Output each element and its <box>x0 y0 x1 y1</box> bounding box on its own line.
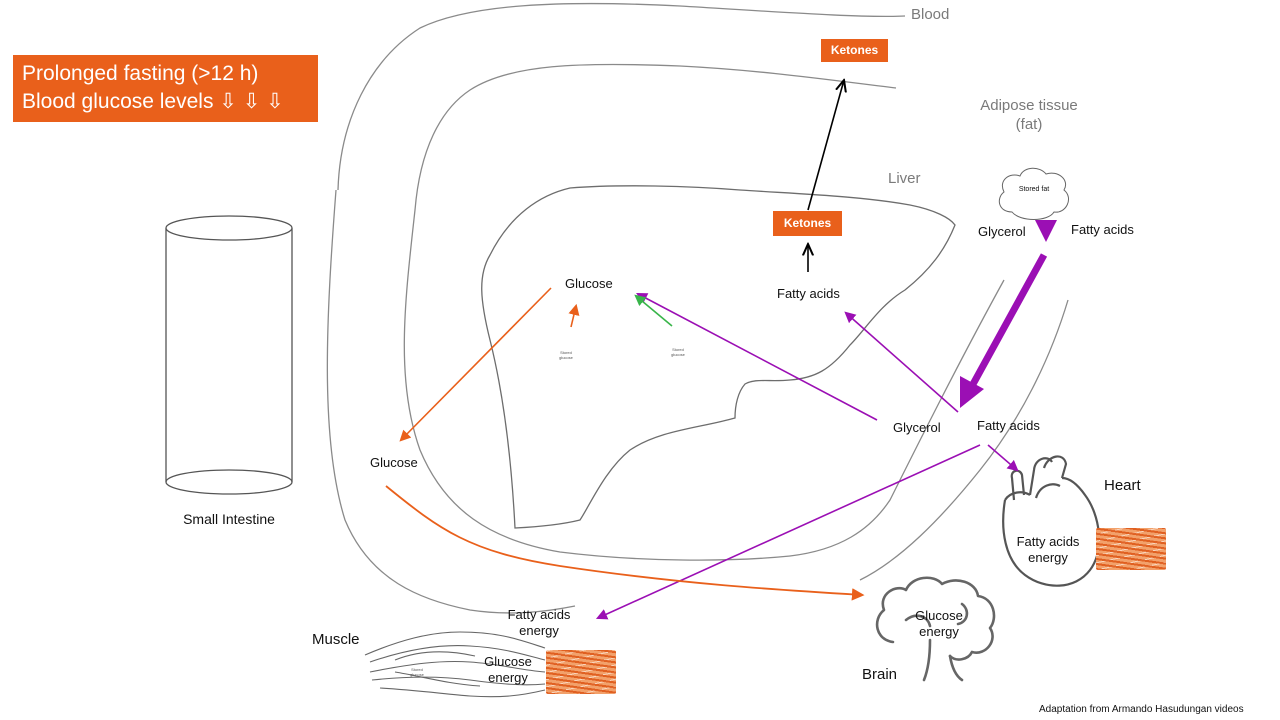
muscle-fatty-acids-line-1: Fatty acids <box>507 607 571 622</box>
stored-glucose-label-2: Stored glucose <box>671 347 685 357</box>
title-banner: Prolonged fasting (>12 h) Blood glucose … <box>13 55 318 122</box>
arrow-adipose-release <box>1035 220 1057 242</box>
adipose-fatty-acids-label: Fatty acids <box>1071 222 1134 237</box>
brain-energy-line-2: energy <box>919 624 959 639</box>
small-intestine-label: Small Intestine <box>183 511 275 527</box>
brain-label: Brain <box>862 666 898 683</box>
heart-outline <box>1002 455 1101 587</box>
heart-energy-line-2: energy <box>1028 550 1068 565</box>
arrow-fatty-acids-to-heart <box>987 444 1019 472</box>
stored-fat-label: Stored fat <box>1018 186 1050 193</box>
arrow-liver-glucose-to-blood <box>399 287 552 442</box>
blood-ketones-box: Ketones <box>821 39 888 62</box>
liver-outline <box>481 185 956 529</box>
stored-fat-cloud <box>998 167 1069 220</box>
arrow-fatty-acids-to-muscle <box>595 444 981 620</box>
title-line-2: Blood glucose levels ⇩ ⇩ ⇩ <box>22 90 284 113</box>
blood-vessel-outer-wall-lower <box>326 189 576 614</box>
blood-vessel-outer-wall <box>337 2 906 191</box>
blood-glucose-label: Glucose <box>370 455 418 470</box>
brain-outline <box>875 576 996 682</box>
blood-vessel-outer-wall-right <box>859 299 1069 581</box>
heart-label: Heart <box>1104 477 1141 494</box>
liver-label: Liver <box>888 170 921 187</box>
muscle-glucose-line-1: Glucose <box>484 654 532 669</box>
liver-ketones-box: Ketones <box>773 211 842 236</box>
liver-fatty-acids-label: Fatty acids <box>777 286 840 301</box>
adipose-label-line-2: (fat) <box>1015 116 1043 133</box>
arrow-adipose-fatty-acids-head <box>960 376 984 408</box>
arrow-glucose-to-brain <box>385 485 865 601</box>
muscle-fibers <box>364 631 546 698</box>
arrow-stored-glucose-to-glucose <box>634 294 673 327</box>
muscle-label: Muscle <box>312 631 360 648</box>
muscle-glucose-line-2: energy <box>488 670 528 685</box>
heart-energy-line-1: Fatty acids <box>1016 534 1080 549</box>
heart-muscle-tissue <box>1096 528 1166 570</box>
credit-text: Adaptation from Armando Hasudungan video… <box>1039 704 1244 715</box>
small-intestine-cylinder <box>165 215 293 495</box>
muscle-stored-glucose-label: Stored glucose <box>410 667 424 677</box>
arrow-stored-glucose-up <box>568 303 580 328</box>
blood-fatty-acids-label: Fatty acids <box>977 418 1040 433</box>
stored-glucose-label-1: Stored glucose <box>559 350 573 360</box>
skeletal-muscle-tissue <box>546 650 616 694</box>
arrow-ketones-to-blood <box>807 80 844 211</box>
liver-glucose-label: Glucose <box>565 276 613 291</box>
arrow-adipose-fatty-acids-shaft <box>968 253 1048 388</box>
title-line-1: Prolonged fasting (>12 h) <box>22 62 259 85</box>
brain-energy-line-1: Glucose <box>915 608 963 623</box>
adipose-glycerol-label: Glycerol <box>978 224 1026 239</box>
muscle-fatty-acids-line-2: energy <box>519 623 559 638</box>
blood-label: Blood <box>911 6 950 23</box>
arrow-fatty-acids-to-liver <box>844 311 959 413</box>
blood-glycerol-label: Glycerol <box>893 420 941 435</box>
adipose-label-line-1: Adipose tissue <box>980 97 1078 114</box>
arrow-glycerol-to-glucose <box>636 292 878 421</box>
blood-vessel-inner-wall <box>403 63 1005 561</box>
